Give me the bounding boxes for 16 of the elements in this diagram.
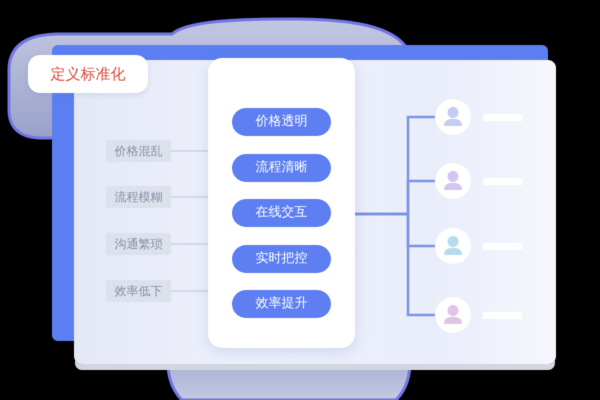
pill-button: 在线交互	[232, 199, 331, 227]
connector-line	[355, 212, 435, 316]
faded-label: 效率低下	[106, 280, 171, 302]
faded-label: 沟通繁琐	[106, 233, 171, 255]
avatar-icon	[435, 163, 471, 199]
pill-button: 实时把控	[232, 245, 331, 273]
faded-label: 流程模糊	[106, 186, 171, 208]
pill-button: 价格透明	[232, 108, 331, 136]
avatar-icon	[435, 228, 471, 264]
faded-label: 价格混乱	[106, 140, 171, 162]
avatar-icon	[435, 99, 471, 135]
tag-label: 定义标准化	[28, 55, 148, 93]
avatar-icon	[435, 297, 471, 333]
pill-button: 流程清晰	[232, 154, 331, 182]
card-panel	[208, 58, 355, 348]
pill-button: 效率提升	[232, 290, 331, 318]
